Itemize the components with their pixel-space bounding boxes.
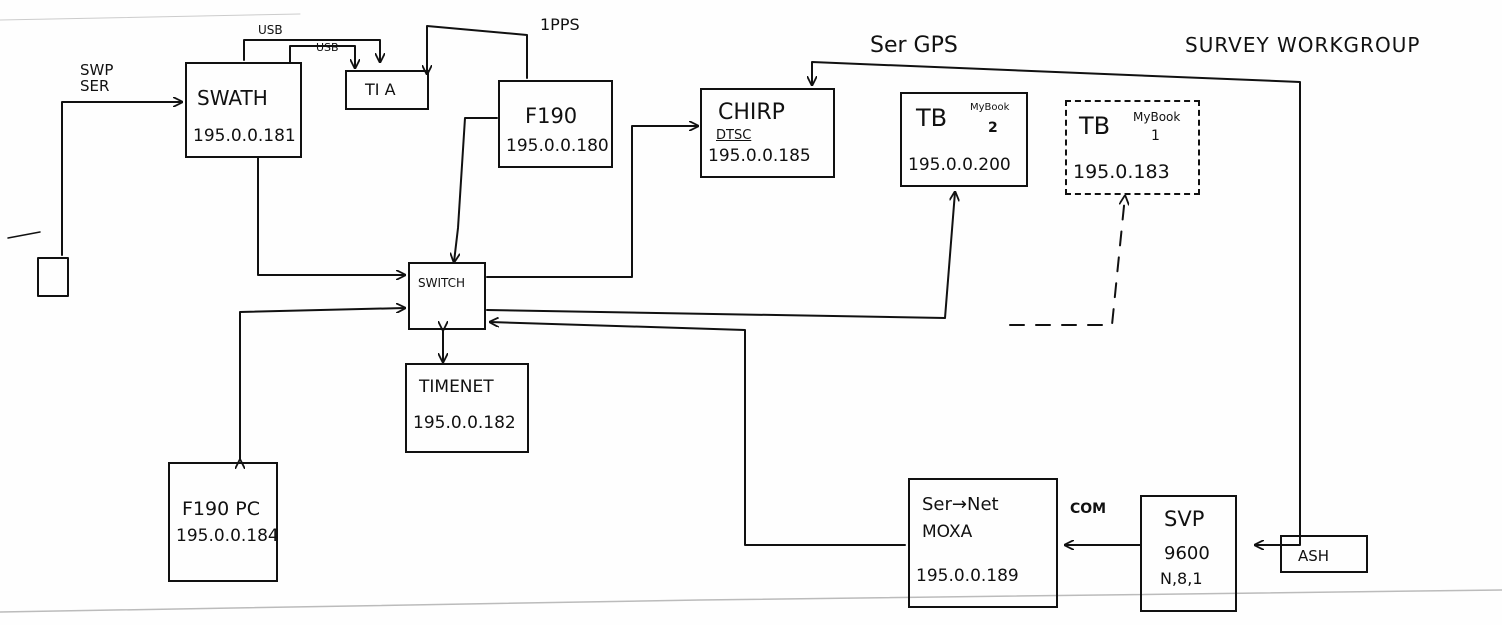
switch-tb2-line: [486, 192, 955, 319]
swath-ip: 195.0.0.181: [193, 126, 296, 146]
switch-tb1-line: [1009, 196, 1125, 326]
tb2-name: TB: [916, 104, 948, 132]
tb2-num: 2: [988, 120, 998, 136]
f190-name: F190: [525, 104, 578, 128]
svp-line2: 9600: [1164, 543, 1210, 564]
moxa-name2: MOXA: [922, 522, 973, 542]
tb2-sub: MyBook: [970, 102, 1010, 113]
ti-node: TI A: [345, 70, 429, 110]
tb1-sub: MyBook: [1133, 110, 1181, 124]
chirp-ip: 195.0.0.185: [708, 146, 811, 166]
swp-ser-label: SWP SER: [80, 61, 114, 95]
swath-name: SWATH: [197, 86, 268, 110]
svp-line3: N,8,1: [1160, 569, 1203, 588]
pps-label: 1PPS: [540, 15, 580, 34]
pps-line: [427, 25, 528, 79]
small-device-box: [37, 257, 69, 297]
tb1-ip: 195.0.183: [1073, 161, 1170, 183]
chirp-node: CHIRP DTSC 195.0.0.185: [700, 88, 835, 178]
moxa-switch-line: [490, 322, 906, 546]
timenet-name: TIMENET: [419, 377, 494, 397]
switch-node: SWITCH: [408, 262, 486, 330]
tb1-node: TB MyBook 1 195.0.183: [1065, 100, 1200, 195]
f190pc-switch-line: [240, 308, 405, 460]
moxa-node: Ser→Net MOXA 195.0.0.189: [908, 478, 1058, 608]
usb-outer-line: [243, 39, 380, 63]
svp-name: SVP: [1164, 507, 1205, 531]
f190pc-ip: 195.0.0.184: [176, 526, 279, 546]
switch-name: SWITCH: [418, 276, 466, 290]
tb1-name: TB: [1079, 112, 1111, 140]
swath-switch-line: [257, 157, 406, 275]
com-label: COM: [1070, 501, 1107, 517]
usb-outer-label: USB: [258, 23, 283, 37]
chirp-sub: DTSC: [716, 128, 752, 143]
usb-inner-label: USB: [316, 41, 339, 54]
tb2-node: TB MyBook 2 195.0.0.200: [900, 92, 1028, 187]
workgroup-label: SURVEY WORKGROUP: [1185, 33, 1421, 57]
timenet-node: TIMENET 195.0.0.182: [405, 363, 529, 453]
chirp-name: CHIRP: [718, 100, 785, 125]
swp-ser-line: [61, 102, 183, 256]
f190-ip: 195.0.0.180: [506, 136, 609, 156]
f190-node: F190 195.0.0.180: [498, 80, 613, 168]
switch-chirp-line: [486, 126, 699, 278]
f190pc-node: F190 PC 195.0.0.184: [168, 462, 279, 582]
f190pc-name: F190 PC: [182, 498, 260, 520]
swath-node: SWATH 195.0.0.181: [185, 62, 302, 158]
page-top-line: [0, 13, 301, 21]
ti-name: TI A: [365, 80, 396, 99]
tb2-ip: 195.0.0.200: [908, 155, 1011, 175]
timenet-ip: 195.0.0.182: [413, 413, 516, 433]
ser-gps-line: [812, 61, 1301, 546]
ash-node: ASH: [1280, 535, 1368, 573]
usb-inner-line: [289, 45, 355, 69]
moxa-name: Ser→Net: [922, 494, 999, 515]
f190-switch-line: [454, 117, 498, 262]
svp-node: SVP 9600 N,8,1: [1140, 495, 1237, 612]
page-edge-line: [0, 589, 1502, 613]
ser-gps-label: Ser GPS: [870, 33, 958, 58]
ash-name: ASH: [1298, 547, 1330, 565]
tb1-num: 1: [1151, 128, 1160, 144]
moxa-ip: 195.0.0.189: [916, 566, 1019, 586]
